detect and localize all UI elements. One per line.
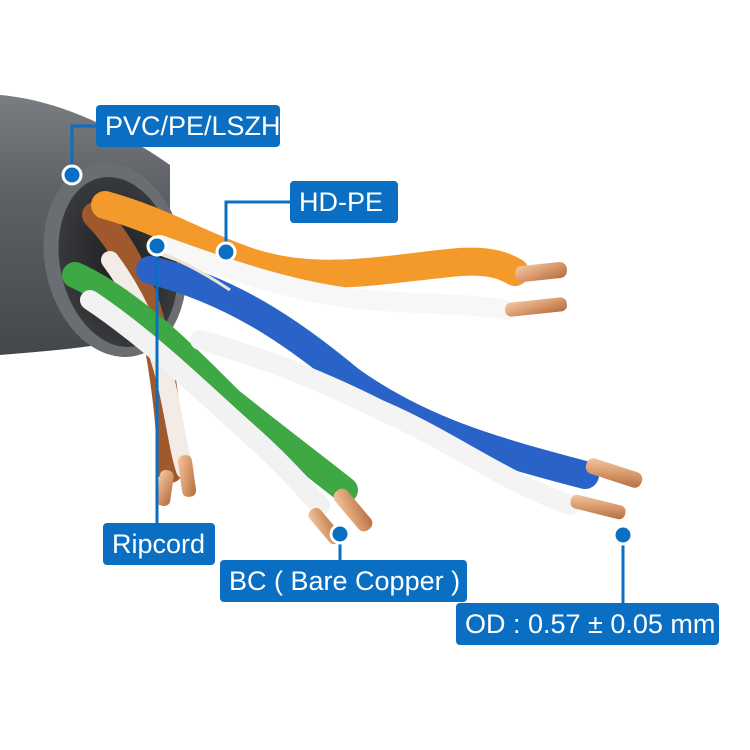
orange-pair — [91, 191, 568, 320]
green-pair — [62, 262, 373, 545]
outer-diameter-label: OD : 0.57 ± 0.05 mm — [456, 603, 719, 645]
conductor-material-label: BC ( Bare Copper ) — [220, 560, 467, 602]
ripcord-label: Ripcord — [103, 523, 215, 565]
insulation-material-label: HD-PE — [290, 181, 398, 223]
callout-dots — [61, 164, 634, 546]
callout-leaders — [70, 124, 625, 603]
jacket-material-label: PVC/PE/LSZH — [96, 105, 281, 147]
blue-pair — [136, 256, 643, 520]
